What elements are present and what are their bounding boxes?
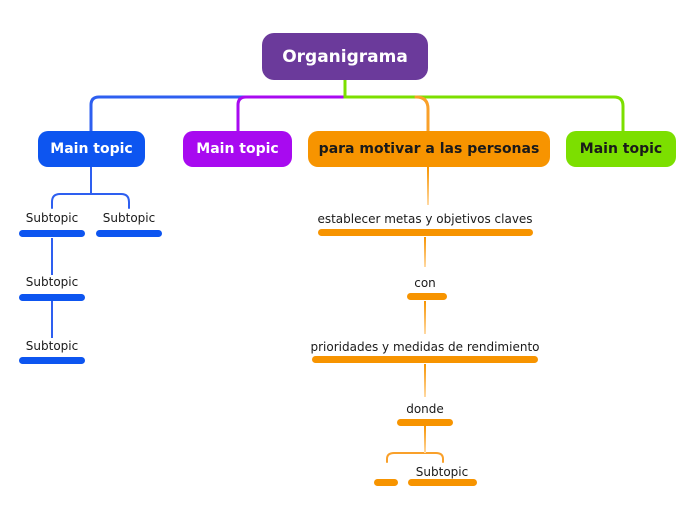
- main-topic-magenta-label: Main topic: [196, 141, 279, 157]
- blue-subtopic-row1-right-label[interactable]: Subtopic: [102, 211, 156, 225]
- orange-empty-subtopic-bar[interactable]: [374, 479, 398, 486]
- orange-chain-level1-underline[interactable]: [318, 229, 533, 236]
- connector-root-to-orange-topic: [414, 95, 430, 133]
- blue-subtopic-row1-left-label[interactable]: Subtopic: [25, 211, 79, 225]
- orange-chain-level4-underline[interactable]: [397, 419, 453, 426]
- orange-chain-level5-underline[interactable]: [408, 479, 477, 486]
- main-topic-green-node[interactable]: Main topic: [566, 131, 676, 167]
- connector-root-to-blue-topic: [89, 95, 347, 134]
- main-topic-green-label: Main topic: [579, 141, 663, 157]
- main-topic-orange-node[interactable]: para motivar a las personas: [308, 131, 550, 167]
- connector-root-to-green-topic: [343, 78, 625, 133]
- main-topic-orange-label: para motivar a las personas: [318, 141, 540, 157]
- orange-chain-level2-underline[interactable]: [407, 293, 447, 300]
- blue-subtopic-row3-label[interactable]: Subtopic: [25, 339, 79, 353]
- connector-subtopic1-to-subtopic2: [51, 238, 53, 275]
- orange-chain-level5-label[interactable]: Subtopic: [415, 465, 469, 479]
- orange-chain-level4-label[interactable]: donde: [406, 402, 444, 416]
- orange-chain-level3-underline[interactable]: [312, 356, 538, 363]
- connector-subtopic2-to-subtopic3: [51, 301, 53, 338]
- blue-subtopic-row1-left-underline[interactable]: [19, 230, 85, 237]
- blue-subtopic-row2-label[interactable]: Subtopic: [25, 275, 79, 289]
- main-topic-blue-node[interactable]: Main topic: [38, 131, 145, 167]
- blue-subtopic-row3-underline[interactable]: [19, 357, 85, 364]
- main-topic-blue-label: Main topic: [50, 141, 133, 157]
- connector-donde-subtopics-bracket: [386, 452, 444, 463]
- orange-chain-level2-label[interactable]: con: [414, 276, 436, 290]
- main-topic-magenta-node[interactable]: Main topic: [183, 131, 292, 167]
- connector-blue-subtopics-bracket: [51, 193, 130, 209]
- connector-level1-to-level2: [424, 237, 426, 267]
- connector-level3-to-level4: [424, 364, 426, 397]
- connector-level2-to-level3: [424, 301, 426, 334]
- root-topic-node[interactable]: Organigrama: [262, 33, 428, 80]
- orange-chain-level3-label[interactable]: prioridades y medidas de rendimiento: [310, 340, 540, 354]
- connector-orange-topic-to-level1: [427, 167, 429, 205]
- blue-subtopic-row2-underline[interactable]: [19, 294, 85, 301]
- connector-root-to-magenta-topic: [236, 95, 347, 133]
- orange-chain-level1-label[interactable]: establecer metas y objetivos claves: [317, 212, 533, 226]
- root-topic-label: Organigrama: [282, 46, 408, 67]
- connector-level4-to-bracket: [424, 426, 426, 453]
- blue-subtopic-row1-right-underline[interactable]: [96, 230, 162, 237]
